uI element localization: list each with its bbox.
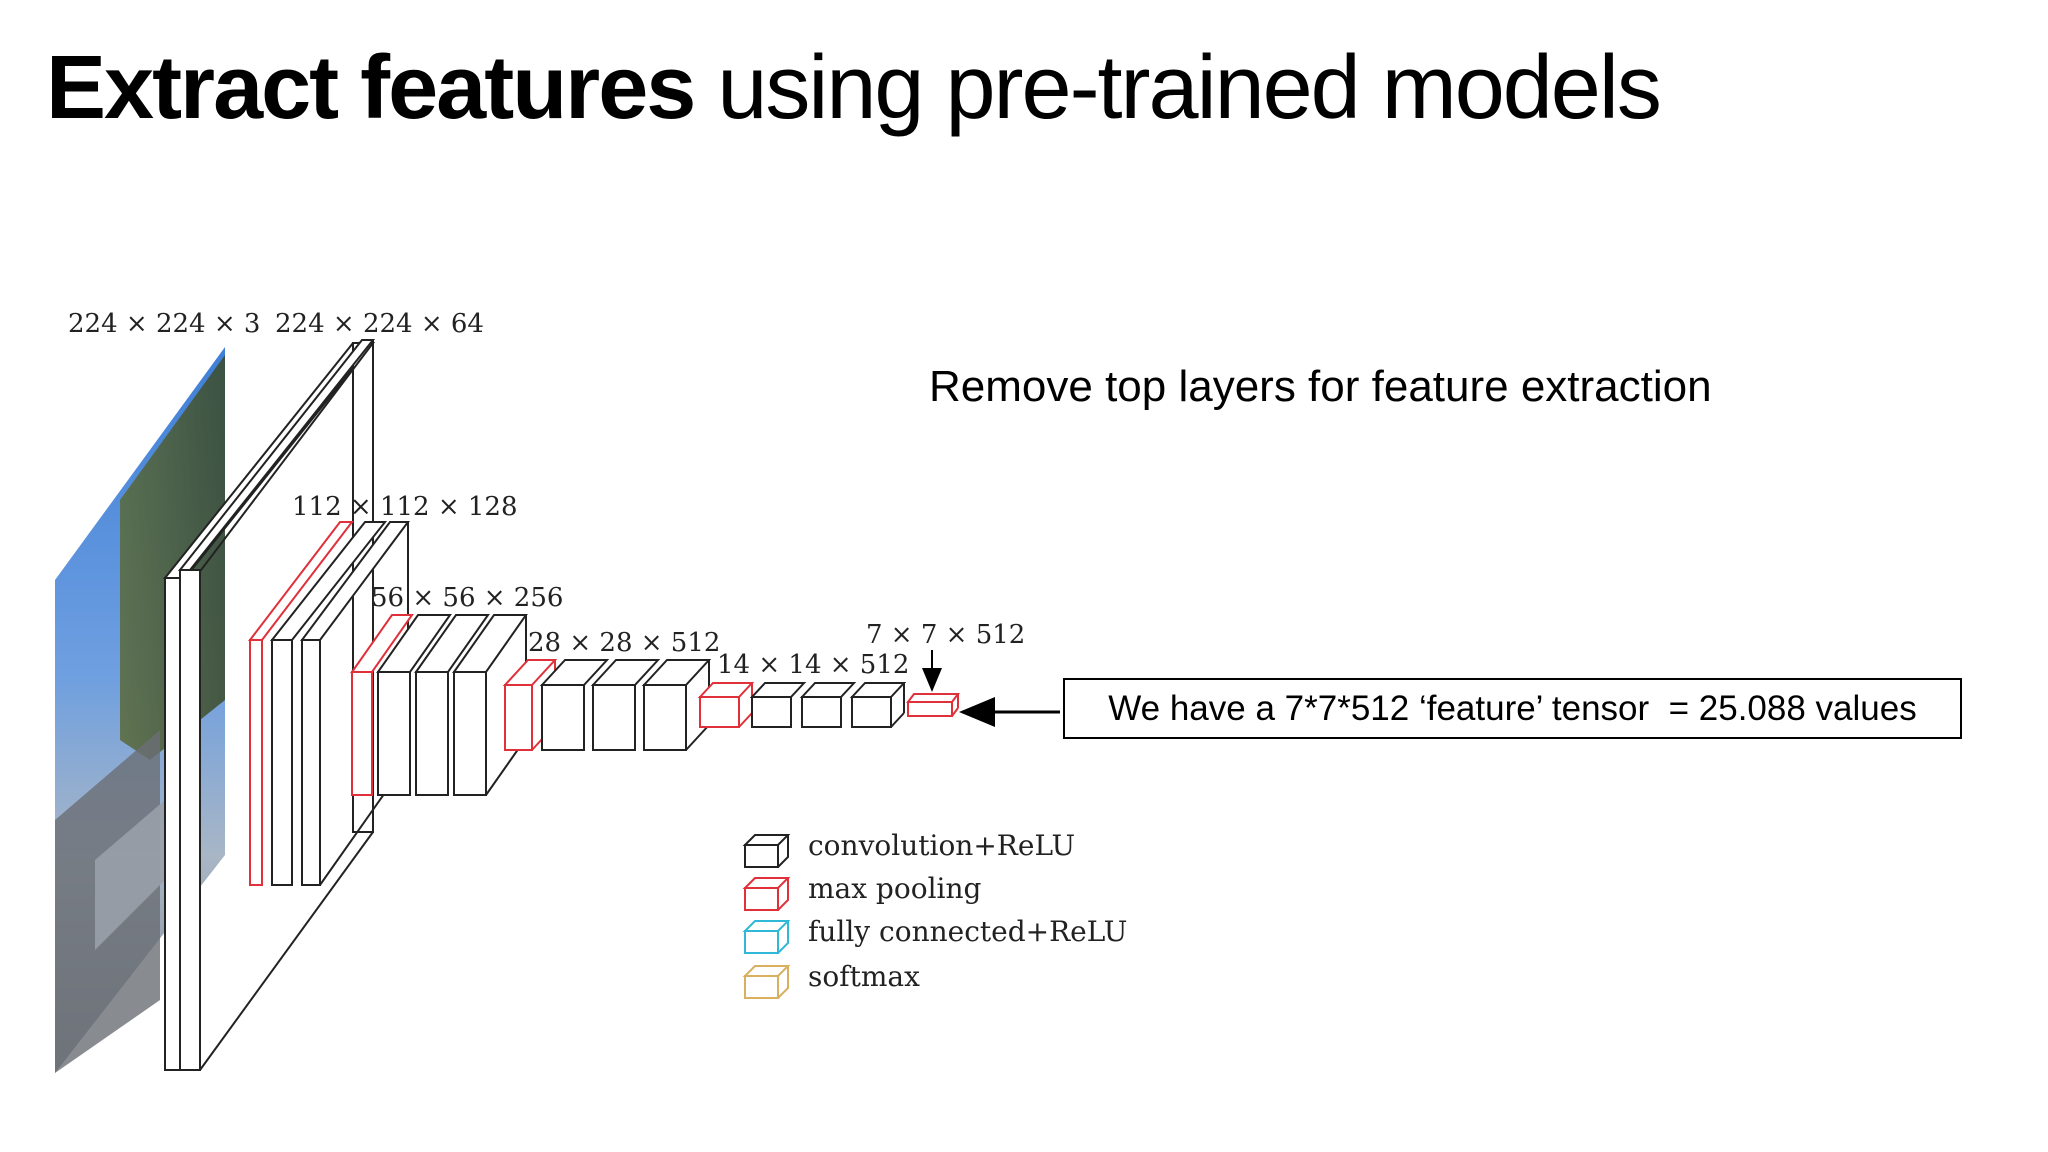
slide-title-rest: using pre-trained models [694, 38, 1662, 138]
dim-label-conv1: 224 × 224 × 64 [275, 309, 484, 339]
legend-item-conv: convolution+ReLU [742, 829, 1075, 868]
slide-title: Extract features using pre-trained model… [46, 28, 1662, 148]
legend-label-softmax: softmax [808, 960, 920, 993]
dim-label-conv5: 14 × 14 × 512 [717, 650, 909, 680]
legend-item-softmax: softmax [742, 960, 920, 999]
legend-label-pool: max pooling [808, 872, 982, 905]
conv5-block [697, 682, 907, 728]
feature-tensor-callout: We have a 7*7*512 ‘feature’ tensor = 25.… [1063, 678, 1962, 739]
dim-label-input: 224 × 224 × 3 [68, 309, 260, 339]
subtitle-text: Remove top layers for feature extraction [929, 362, 1712, 411]
dim-label-conv2: 112 × 112 × 128 [292, 492, 518, 522]
pool5-block [906, 693, 960, 717]
legend-label-fc: fully connected+ReLU [808, 915, 1127, 948]
slide-title-bold: Extract features [46, 38, 696, 138]
legend-item-pool: max pooling [742, 872, 982, 911]
legend-label-conv: convolution+ReLU [808, 829, 1075, 862]
legend-item-fc: fully connected+ReLU [742, 915, 1127, 954]
dim-label-conv4: 28 × 28 × 512 [528, 628, 720, 658]
conv4-block [502, 659, 712, 751]
dim-label-conv3: 56 × 56 × 256 [371, 583, 563, 613]
conv1-block [162, 338, 376, 1071]
conv2-block [247, 521, 410, 886]
legend: convolution+ReLU max pooling fully conne… [742, 829, 1127, 999]
conv3-block [350, 614, 528, 796]
dim-label-pool5: 7 × 7 × 512 [866, 620, 1025, 650]
